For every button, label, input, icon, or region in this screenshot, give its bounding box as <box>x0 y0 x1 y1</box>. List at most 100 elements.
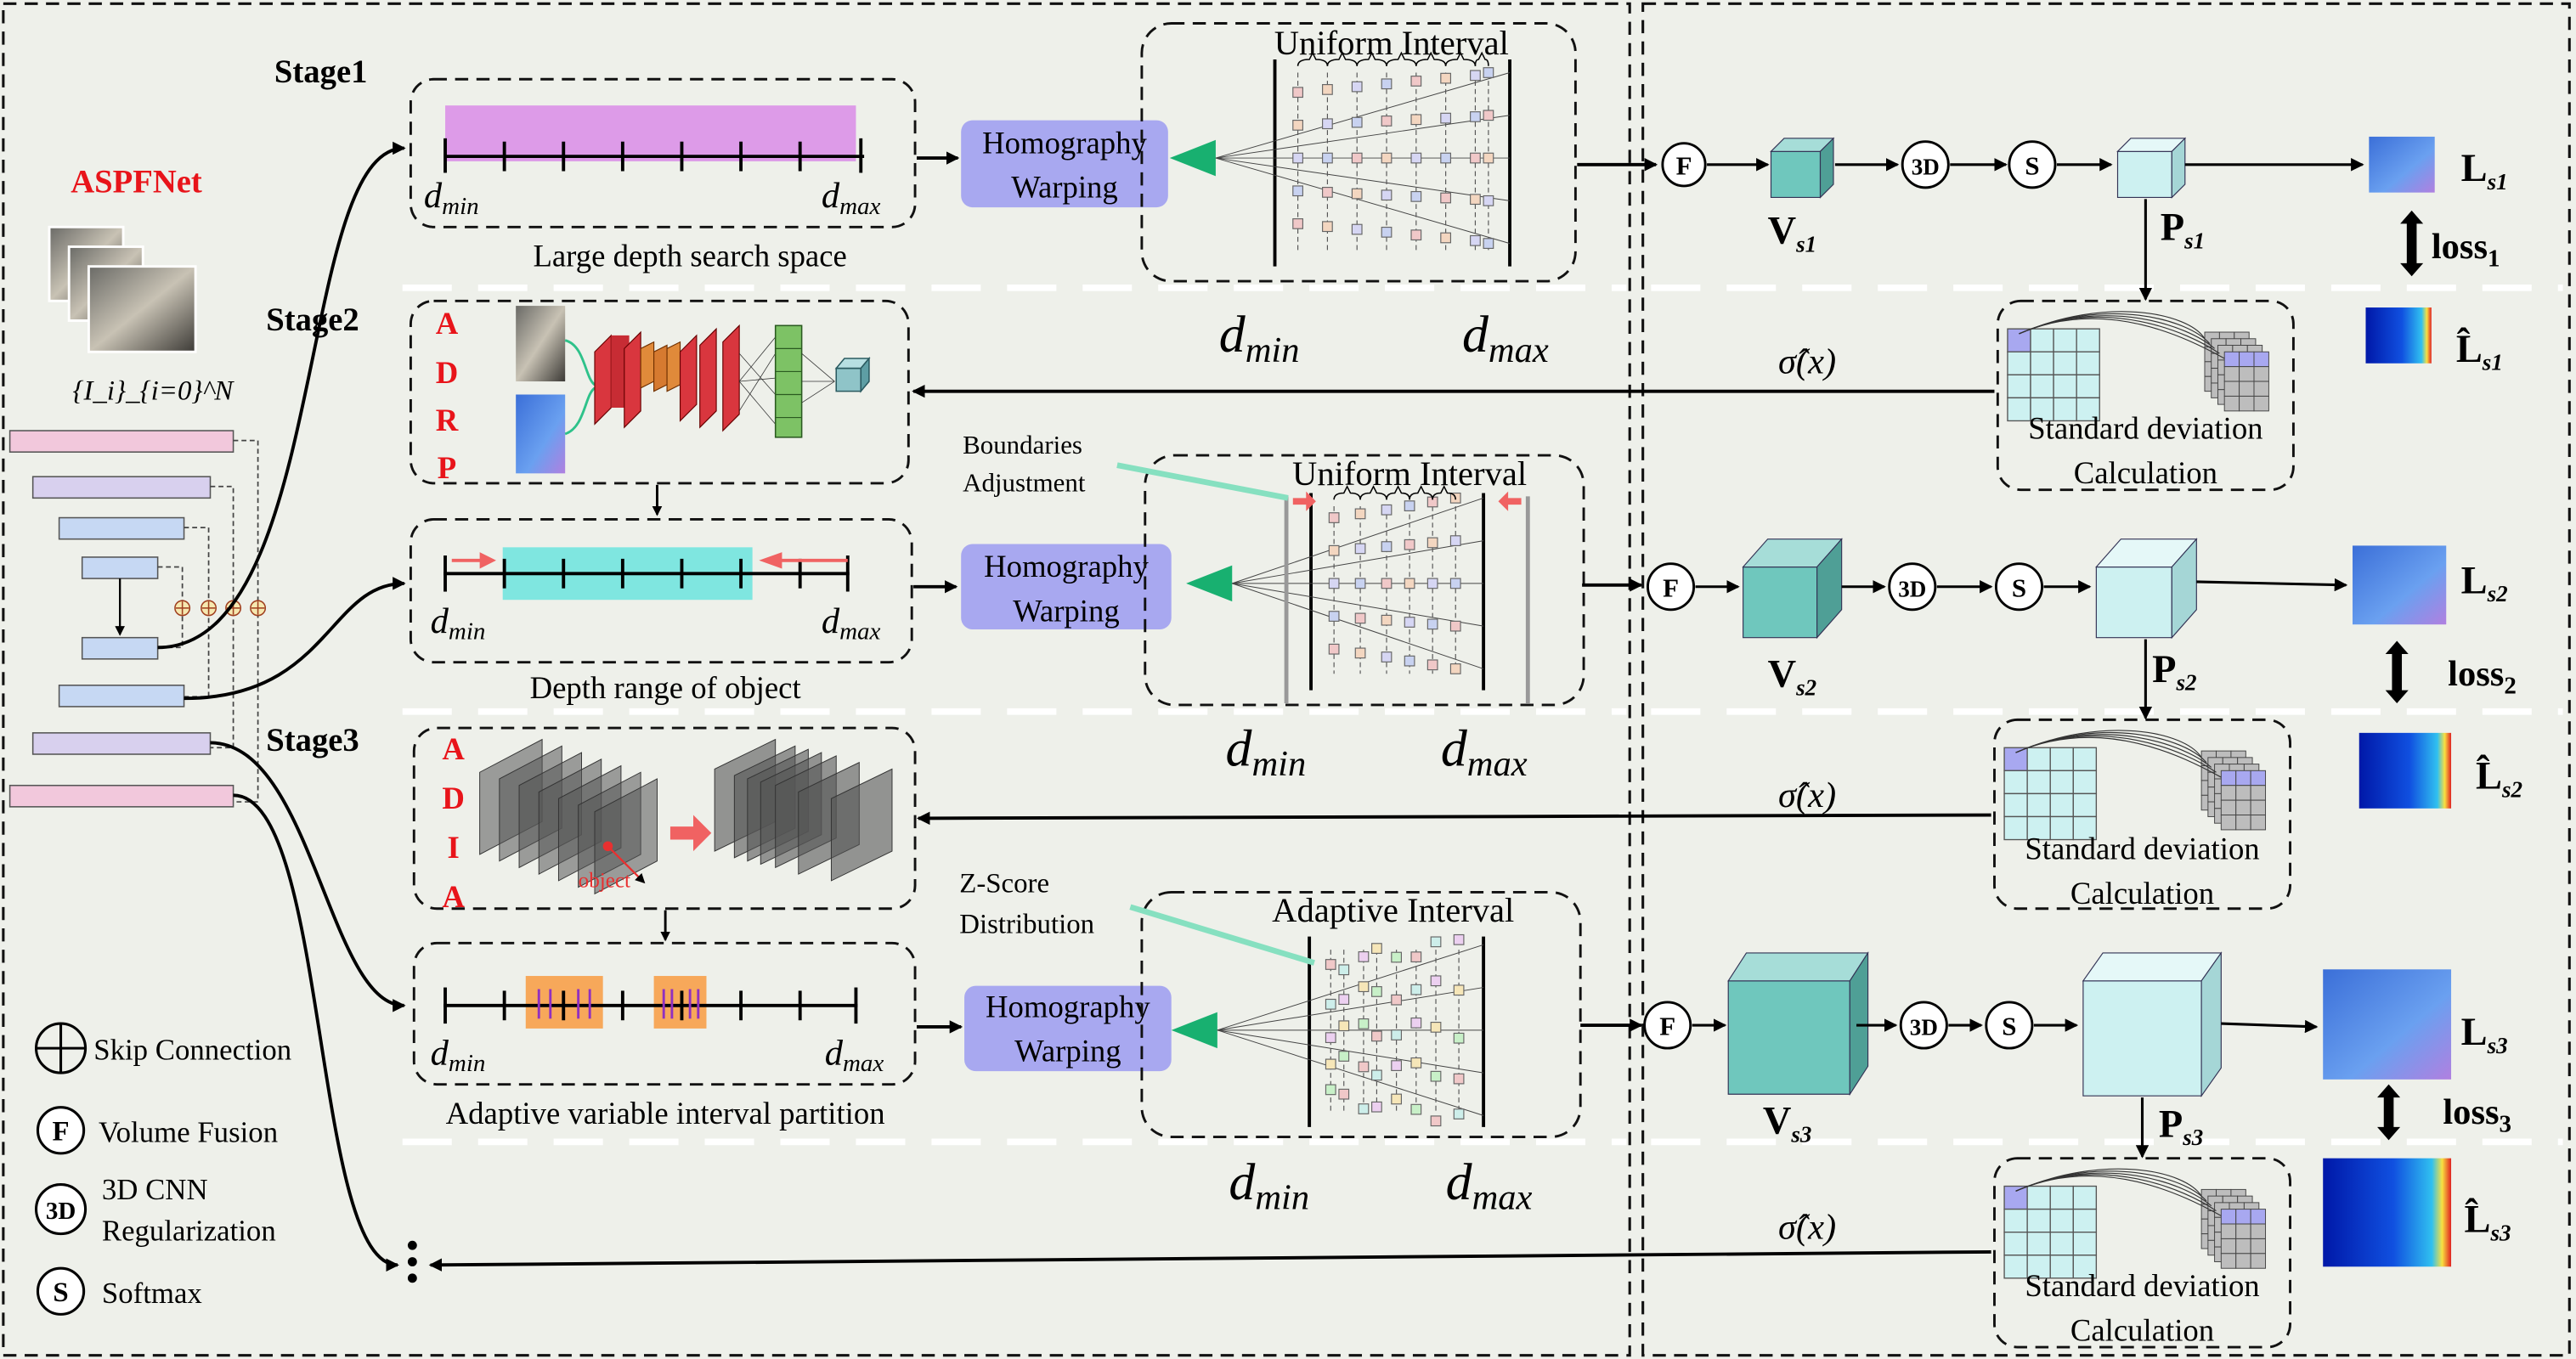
ray <box>1217 1029 1484 1074</box>
grid-cell <box>2049 1208 2074 1233</box>
interval-brace <box>1326 51 1358 66</box>
sample-point <box>1410 1103 1422 1115</box>
interval-brace <box>1386 51 1417 66</box>
grid-cell <box>2026 792 2051 818</box>
homography-box-stage3: Homography Warping <box>964 985 1172 1072</box>
ray <box>1215 157 1511 201</box>
adia-letters: A D I A <box>442 731 465 914</box>
L-s1: Ls1 <box>2461 147 2508 195</box>
stage1-dmin: dmin <box>424 176 479 220</box>
interval-brace <box>1356 51 1387 66</box>
svg-text:F: F <box>1659 1012 1675 1041</box>
grid-cell <box>2076 374 2100 399</box>
sample-point <box>1381 504 1393 516</box>
sweep1-dmax: dmax <box>1462 306 1549 370</box>
ellipsis-icon <box>407 1240 417 1283</box>
zscore-label-1: Z-Score <box>959 868 1049 899</box>
sample-point <box>1440 112 1452 124</box>
loss3-double-arrow-icon <box>2377 1084 2401 1141</box>
volume-cell <box>2235 1253 2251 1269</box>
adia-arrow <box>669 815 712 852</box>
stage3-pipeline: F 3D S <box>1643 950 2452 1159</box>
sweep-box-stage2 <box>1144 454 1585 707</box>
svg-text:S: S <box>53 1277 68 1308</box>
grid-cell <box>2076 351 2100 375</box>
grid-cell <box>2072 747 2098 771</box>
right-panel-frame <box>1641 2 2571 1357</box>
boundaries-label-2: Adjustment <box>963 468 1086 498</box>
grid-cell <box>2072 770 2098 795</box>
interval-brace <box>1359 485 1387 500</box>
sample-point <box>1354 543 1366 555</box>
homography-box-stage1: Homography Warping <box>961 120 1168 208</box>
sample-point <box>1354 647 1366 659</box>
sample-point <box>1351 152 1363 164</box>
svg-text:S: S <box>2012 572 2026 602</box>
sample-point <box>1391 951 1403 963</box>
sample-point <box>1338 964 1350 976</box>
camera-triangle-icon <box>1186 565 1233 602</box>
sample-point <box>1292 218 1303 229</box>
legend-cnn3d-label2: Regularization <box>102 1214 276 1247</box>
svg-text:S: S <box>2002 1012 2016 1041</box>
ray <box>1215 115 1511 159</box>
sigma-feedback-2 <box>916 811 1991 826</box>
sample-point <box>1381 152 1393 164</box>
sample-point <box>1351 81 1363 93</box>
ray <box>1215 72 1511 159</box>
volume-cell <box>2223 351 2240 368</box>
camera-triangle-icon <box>1169 139 1216 177</box>
fusion-icon <box>1661 142 1707 188</box>
svg-text:Homography: Homography <box>986 989 1150 1023</box>
stage2-caption: Depth range of object <box>530 670 801 705</box>
grid-cell <box>2049 770 2074 795</box>
sample-point <box>1410 1017 1422 1029</box>
interval-brace <box>1432 485 1457 500</box>
loss1-double-arrow-icon <box>2400 210 2424 277</box>
sample-point <box>1381 651 1393 663</box>
input-images <box>48 225 197 353</box>
volume-cell <box>2239 366 2255 382</box>
sample-point <box>1351 223 1363 235</box>
interval-brace <box>1386 485 1410 500</box>
sample-point <box>1430 1021 1442 1033</box>
sweep2-dmin: dmin <box>1226 720 1307 785</box>
sample-point <box>1440 152 1452 164</box>
interval-brace <box>1474 51 1489 66</box>
stage1-dmax: dmax <box>822 176 881 220</box>
sample-point <box>1470 111 1481 122</box>
link-curve <box>2015 1176 2222 1216</box>
grid-cell <box>2007 351 2031 375</box>
volume-cell <box>2235 1223 2251 1239</box>
ray <box>1232 583 1484 627</box>
L-s2: Ls2 <box>2461 559 2508 606</box>
sample-point <box>1381 78 1393 90</box>
depth-map-s2 <box>2353 545 2447 625</box>
interval-brace <box>1409 485 1433 500</box>
std-label-3b: Calculation <box>2070 1312 2214 1347</box>
grid-cell <box>2007 328 2031 352</box>
sample-point <box>1292 152 1303 164</box>
sigma-label-1: σ̂(x) <box>1778 341 1836 381</box>
sample-point <box>1426 659 1438 671</box>
std-label-2b: Calculation <box>2070 876 2214 911</box>
legend: Skip Connection F Volume Fusion 3D 3D CN… <box>34 1022 291 1316</box>
sample-point <box>1391 1029 1403 1040</box>
sample-point <box>1483 238 1494 249</box>
sample-point <box>1354 508 1366 520</box>
legend-softmax-icon: S <box>36 1266 86 1316</box>
volume-cell <box>2220 815 2237 831</box>
sample-point <box>1351 188 1363 200</box>
boundary-arrow-icon <box>1498 491 1522 511</box>
volume-cell <box>2235 1238 2251 1255</box>
sample-point <box>1470 152 1481 164</box>
sample-point <box>1483 195 1494 206</box>
svg-text:D: D <box>436 355 459 390</box>
volume-cell <box>2220 1238 2237 1255</box>
sample-point <box>1358 981 1370 993</box>
stage1-caption: Large depth search space <box>533 239 846 273</box>
sample-point <box>1453 933 1465 945</box>
volume-cell <box>2223 395 2240 412</box>
sweep-1 <box>1169 51 1511 267</box>
